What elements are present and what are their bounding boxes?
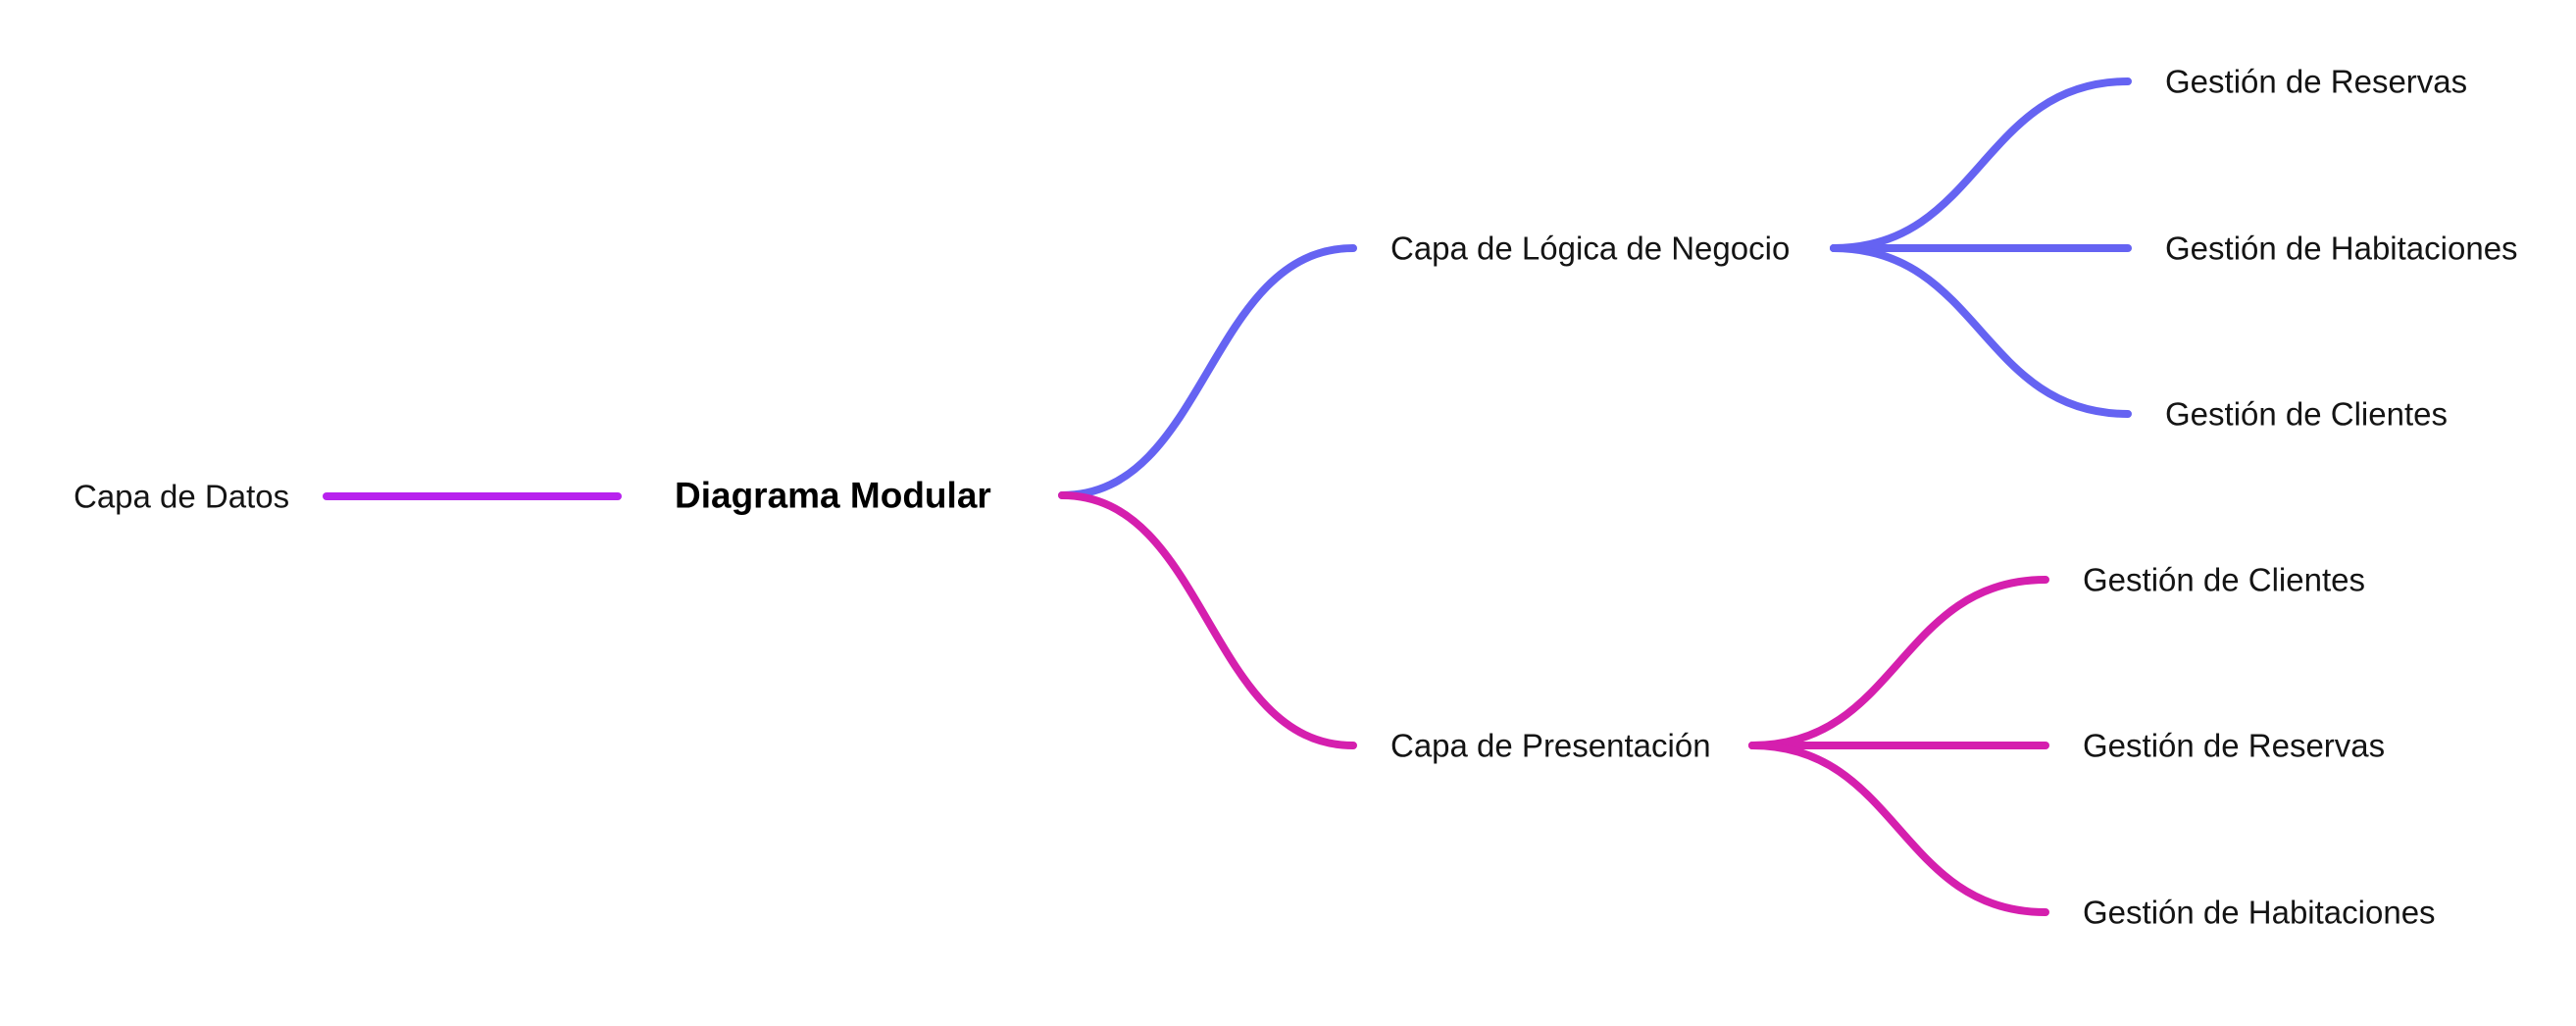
node-logic-child-1[interactable]: Gestión de Reservas: [2165, 63, 2468, 100]
edge-root-to-branch-logic: [1058, 244, 1357, 499]
edge-presentation-to-child-3: [1748, 742, 2049, 916]
node-logic-child-2[interactable]: Gestión de Habitaciones: [2165, 230, 2518, 267]
node-branch-presentation[interactable]: Capa de Presentación: [1390, 727, 1711, 764]
edge-logic-to-child-1: [1830, 77, 2132, 252]
edge-presentation-to-child-1: [1748, 576, 2049, 749]
edge-root-to-branch-presentation: [1058, 491, 1357, 749]
node-root[interactable]: Diagrama Modular: [675, 475, 991, 516]
node-branch-logic[interactable]: Capa de Lógica de Negocio: [1390, 230, 1791, 267]
node-presentation-child-1[interactable]: Gestión de Clientes: [2083, 561, 2365, 598]
node-presentation-child-3[interactable]: Gestión de Habitaciones: [2083, 894, 2436, 931]
edge-logic-to-child-3: [1830, 244, 2132, 418]
node-logic-child-3[interactable]: Gestión de Clientes: [2165, 395, 2448, 433]
node-capa-de-datos[interactable]: Capa de Datos: [74, 478, 290, 515]
node-presentation-child-2[interactable]: Gestión de Reservas: [2083, 727, 2386, 764]
